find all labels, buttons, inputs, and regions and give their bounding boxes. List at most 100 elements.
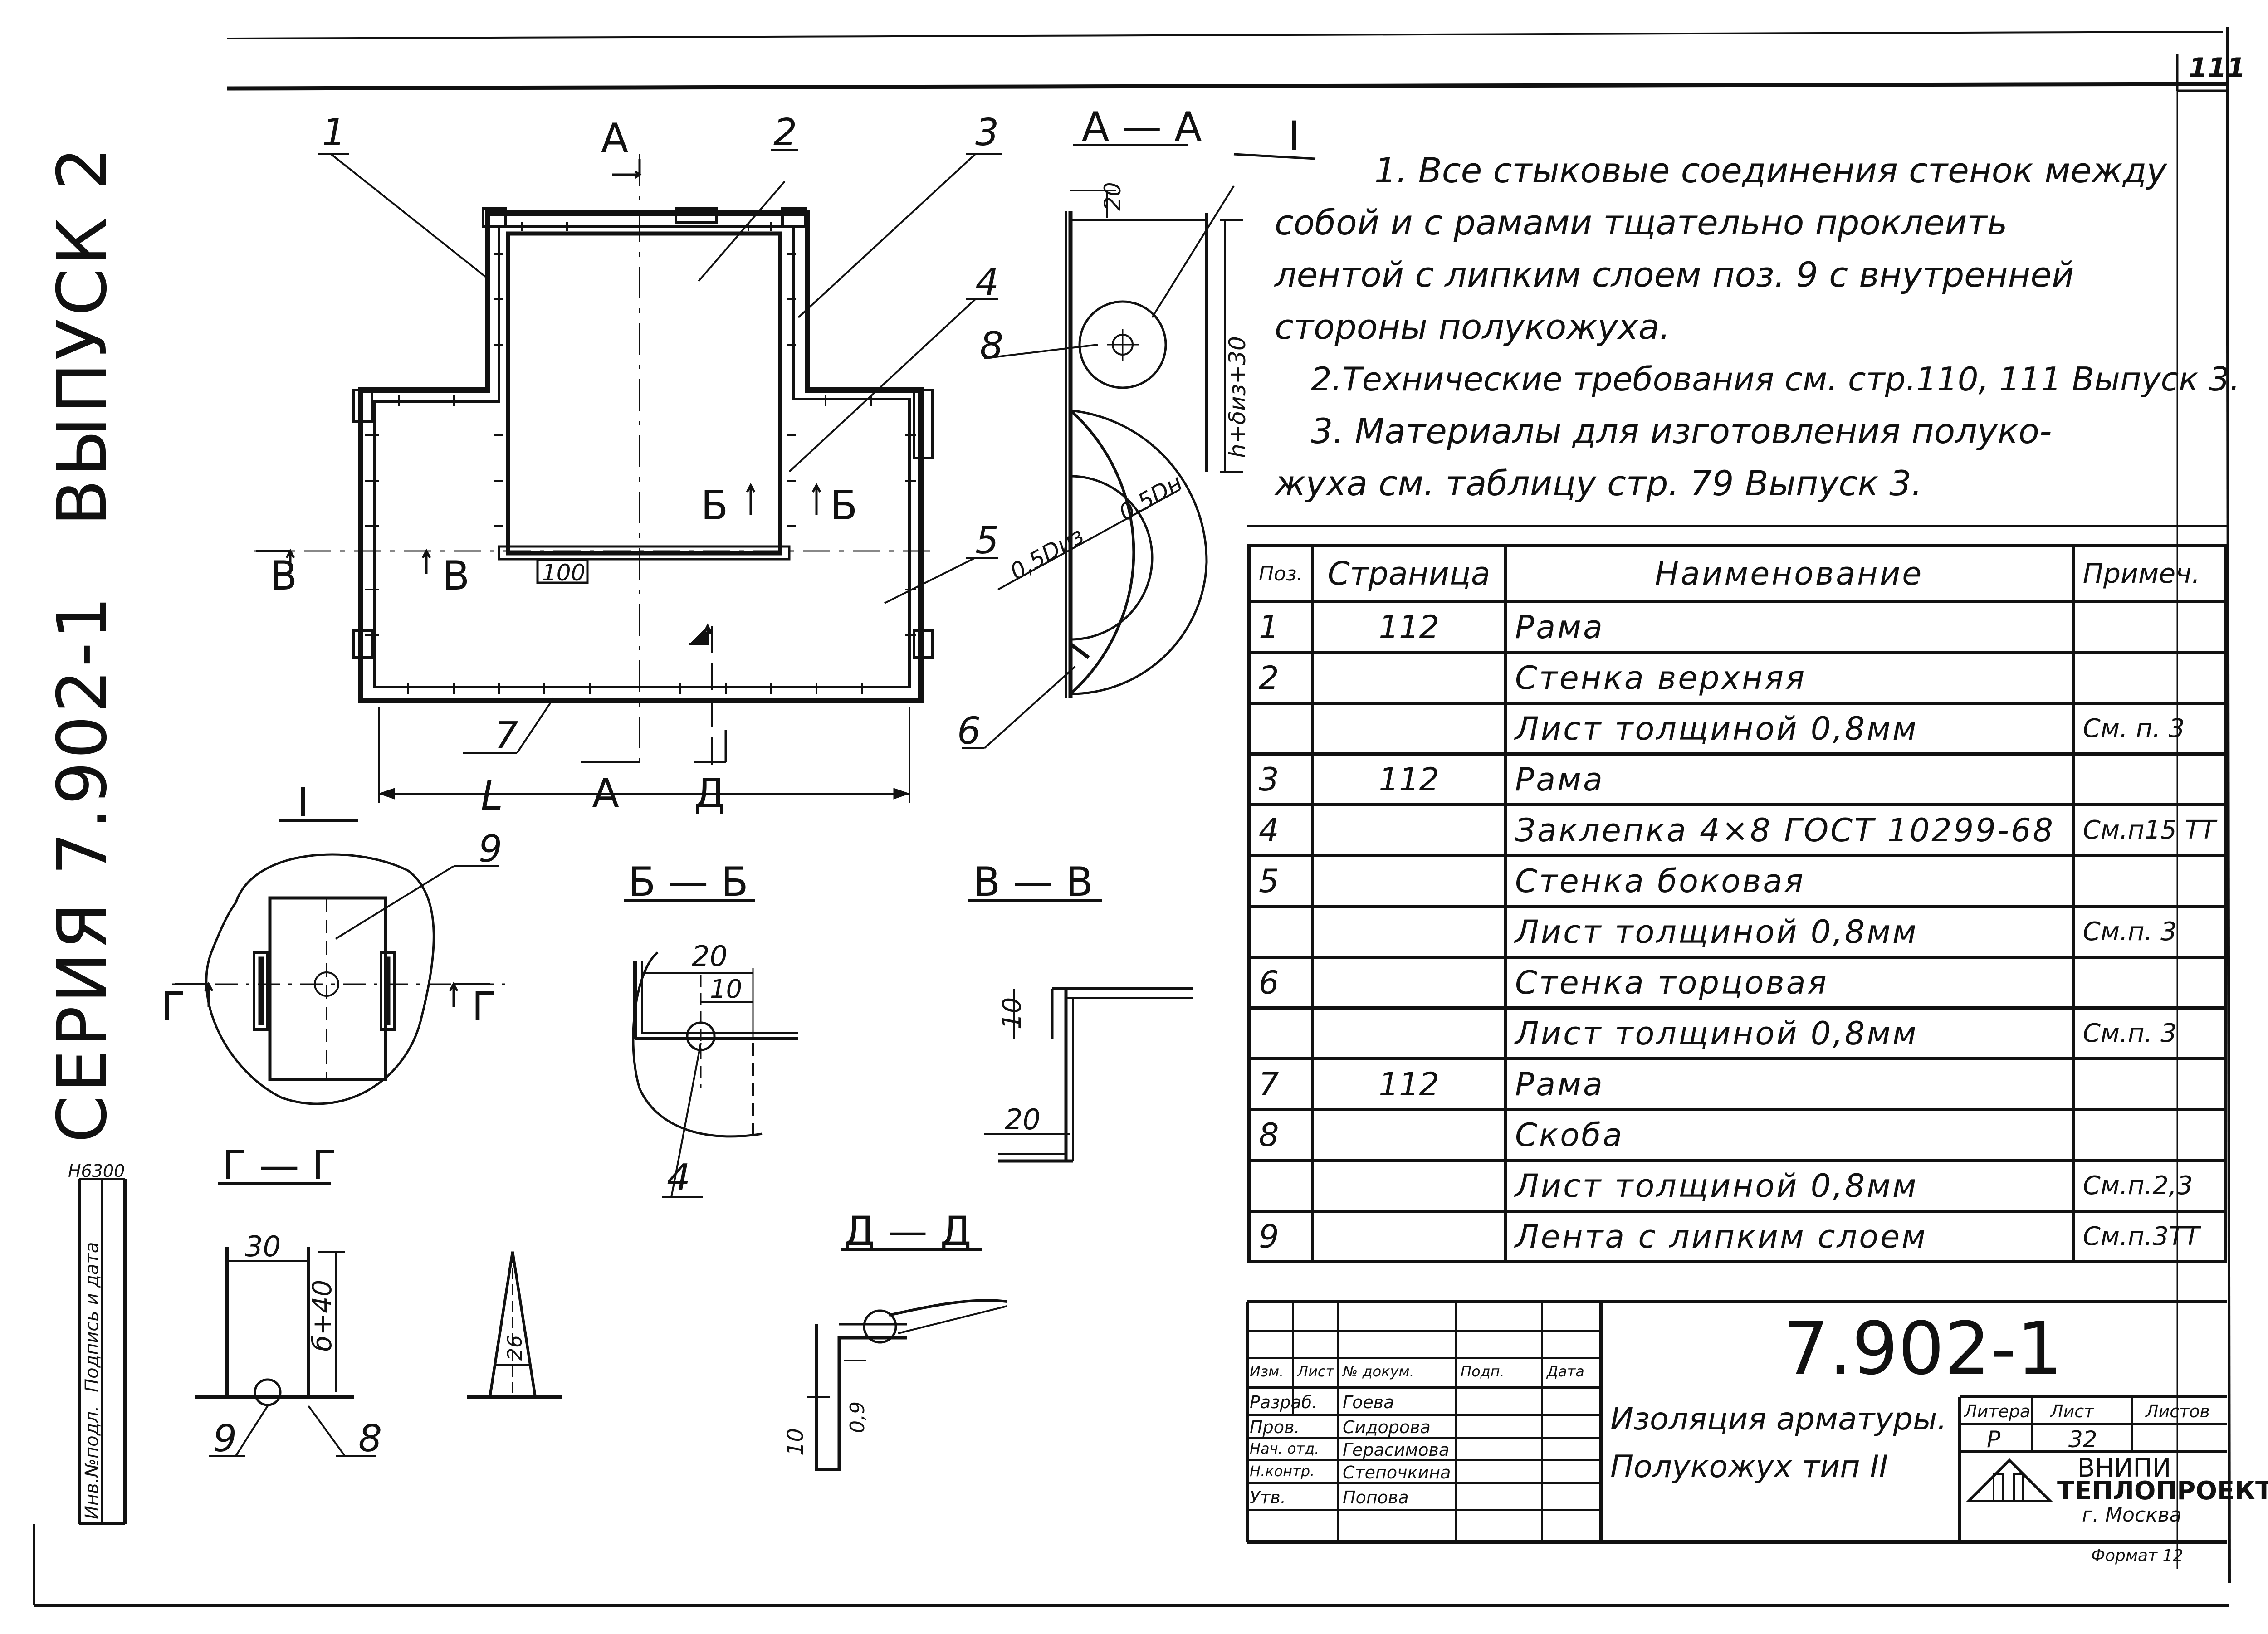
- frame: [33, 27, 2231, 1607]
- spec-name: Лист толщиной 0,8мм: [1504, 1006, 2075, 1060]
- section-a-top: А: [601, 115, 628, 161]
- name-5: Попова: [1343, 1488, 1409, 1507]
- section-aa: [962, 144, 1316, 749]
- section-gg: [195, 1182, 376, 1457]
- spec-pos: [1247, 905, 1315, 959]
- spec-pos: [1247, 1006, 1315, 1060]
- spec-name: Лента с липким слоем: [1504, 1210, 2075, 1263]
- stamp-code: Н6300: [68, 1161, 125, 1181]
- callout-4: 4: [975, 261, 999, 304]
- callout-5: 5: [975, 519, 999, 562]
- callout-8: 8: [980, 324, 1003, 367]
- stage-header: Литера: [1964, 1401, 2031, 1421]
- spec-name: Стенка верхняя: [1504, 651, 2075, 705]
- spec-page: [1311, 1210, 1507, 1263]
- sheets-header: Листов: [2146, 1401, 2210, 1421]
- callout-8b: 8: [358, 1417, 382, 1460]
- spec-page: [1311, 956, 1507, 1010]
- col-date: Дата: [1547, 1363, 1584, 1380]
- section-markers: А А Д Б Б В В Г Г L А — А I I Б — Б В — …: [161, 103, 1300, 1254]
- callout-7: 7: [494, 714, 518, 757]
- format-label: Формат 12: [2091, 1546, 2184, 1565]
- note-line-5: 2.Технические требования см. стр.110, 11…: [1311, 360, 2240, 398]
- section-g-right: Г: [472, 983, 496, 1030]
- callout-4b: 4: [667, 1156, 690, 1200]
- role-1: Разраб.: [1250, 1392, 1318, 1412]
- note-line-3: лентой с липким слоем поз. 9 с внутренне…: [1275, 254, 2074, 295]
- spec-pos: 8: [1247, 1108, 1315, 1162]
- col-sign: Подп.: [1461, 1363, 1505, 1380]
- dim-26: 26: [503, 1335, 527, 1361]
- col-doc: № докум.: [1343, 1363, 1414, 1380]
- spec-page: 112: [1311, 600, 1507, 654]
- spec-note: См.п.2,3: [2071, 1159, 2228, 1213]
- inventory-label: Инв.№подл.: [82, 1405, 103, 1519]
- view-bb-title: Б — Б: [628, 858, 748, 905]
- org-line-3: г. Москва: [2082, 1503, 2182, 1527]
- sheet-header: Лист: [2050, 1401, 2094, 1421]
- section-b-right: Б: [830, 482, 857, 529]
- name-1: Гоева: [1343, 1392, 1394, 1412]
- section-v-left: В: [270, 552, 297, 599]
- spec-pos: [1247, 1159, 1315, 1213]
- svg-labels: 1 2 3 4 5 6 7 8 9 9 8 4: [213, 111, 1003, 1460]
- note-line-6: 3. Материалы для изготовления полуко-: [1311, 411, 2052, 451]
- spec-note: [2071, 1108, 2228, 1162]
- name-2: Сидорова: [1343, 1417, 1431, 1437]
- spec-name: Скоба: [1504, 1108, 2075, 1162]
- sheet-value: 32: [2068, 1426, 2097, 1453]
- spec-pos: 7: [1247, 1057, 1315, 1111]
- spec-page: [1311, 1159, 1507, 1213]
- spec-header-row: Поз. Страница Наименование Примеч.: [1247, 544, 2228, 603]
- spec-note: [2071, 1057, 2228, 1111]
- spec-note: [2071, 651, 2228, 705]
- section-vv: [968, 899, 1193, 1163]
- spec-note: [2071, 600, 2228, 654]
- spec-name: Лист толщиной 0,8мм: [1504, 702, 2075, 756]
- view-i-callout: I: [1288, 112, 1300, 159]
- view-aa-title: А — А: [1082, 103, 1202, 150]
- view-gg-title: Г — Г: [222, 1142, 336, 1189]
- spec-page: [1311, 1108, 1507, 1162]
- section-b-left: Б: [701, 482, 728, 529]
- callout-9b: 9: [213, 1417, 237, 1460]
- spec-page: [1311, 905, 1507, 959]
- dim-10-dd: 10: [783, 1428, 808, 1456]
- callout-6: 6: [957, 710, 981, 753]
- dim-L: L: [481, 772, 503, 819]
- dim-09: 0,9: [846, 1401, 869, 1433]
- role-2: Пров.: [1250, 1417, 1300, 1437]
- dim-20-vv: 20: [1005, 1103, 1041, 1136]
- role-4: Н.контр.: [1250, 1463, 1315, 1480]
- dim-10-bb: 10: [710, 975, 742, 1004]
- title-line-1: Изоляция арматуры.: [1610, 1401, 1947, 1437]
- spec-header-note: Примеч.: [2071, 544, 2228, 603]
- spec-name: Стенка боковая: [1504, 854, 2075, 908]
- doc-number: 7.902-1: [1783, 1306, 2063, 1391]
- spec-pos: 1: [1247, 600, 1315, 654]
- note-line-2: собой и с рамами тщательно проклеить: [1275, 202, 2008, 243]
- note-line-7: жуха см. таблицу стр. 79 Выпуск 3.: [1275, 463, 1922, 503]
- note-line-4: стороны полукожуха.: [1275, 307, 1671, 347]
- spec-name: Рама: [1504, 600, 2075, 654]
- spec-note: См.п.3ТТ: [2071, 1210, 2228, 1263]
- spec-note: [2071, 956, 2228, 1010]
- dim-20-aa: 20: [1100, 182, 1126, 211]
- spec-note: См.п15 ТТ: [2071, 803, 2228, 857]
- section-v-right: В: [442, 552, 469, 599]
- role-3: Нач. отд.: [1250, 1440, 1320, 1457]
- col-izm: Изм.: [1250, 1363, 1284, 1380]
- spec-note: [2071, 854, 2228, 908]
- dim-30: 30: [245, 1230, 281, 1263]
- spec-header-page: Страница: [1311, 544, 1507, 603]
- plan-view: [254, 149, 1002, 803]
